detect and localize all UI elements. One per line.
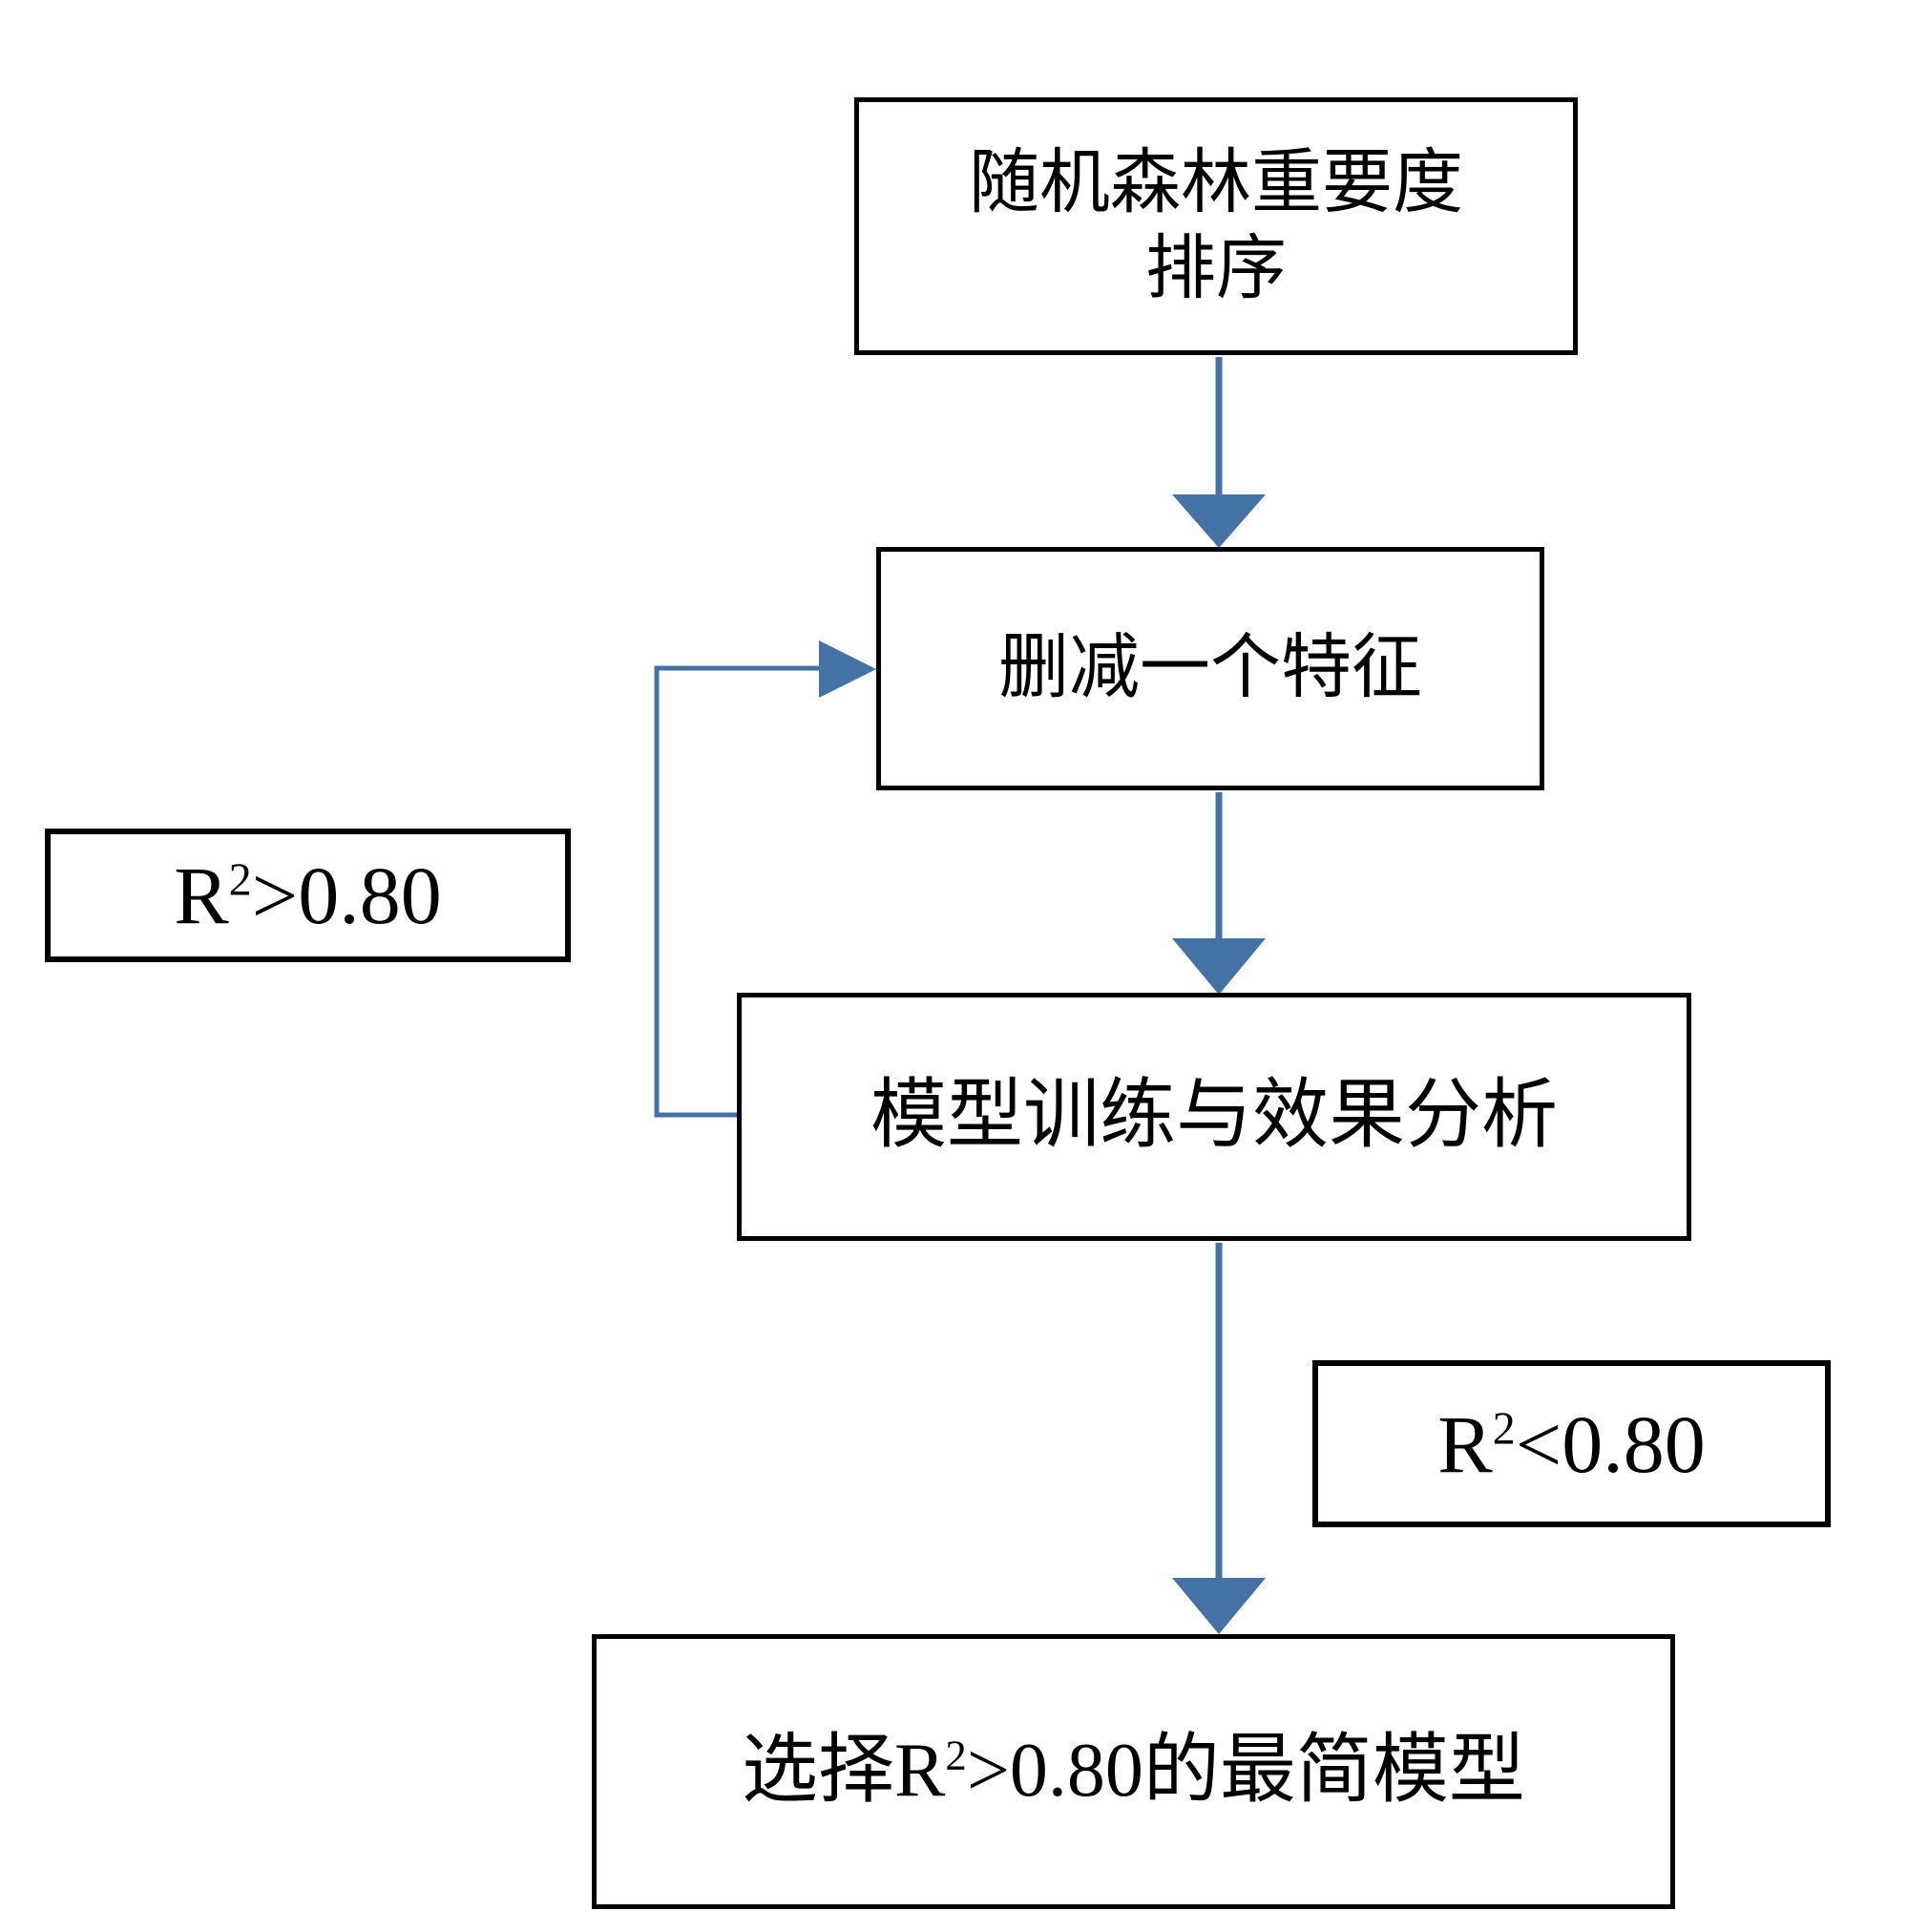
condition-superscript: 2 [228, 854, 252, 906]
node-label-prefix: 选择R [742, 1729, 946, 1814]
node-label: 模型训练与效果分析 [870, 1074, 1558, 1159]
condition-base: R [1437, 1397, 1493, 1490]
arrowhead-down-icon [1172, 1578, 1266, 1634]
condition-label-r2-less-than: R2<0.80 [1312, 1360, 1831, 1527]
arrowhead-down-icon [1172, 938, 1266, 995]
node-random-forest-importance[interactable]: 随机森林重要度 排序 [854, 97, 1578, 355]
connector-remove-feature-to-train-eval [1172, 792, 1266, 995]
condition-base: R [174, 850, 229, 941]
arrowhead-down-icon [1172, 494, 1266, 548]
condition-superscript: 2 [1492, 1402, 1516, 1454]
condition-label-text: R2<0.80 [1437, 1396, 1705, 1492]
node-label: 选择R2>0.80的最简模型 [732, 1725, 1535, 1818]
condition-comparison: >0.80 [251, 850, 442, 941]
node-label: 随机森林重要度 排序 [969, 143, 1463, 308]
node-label-suffix: >0.80的最简模型 [966, 1729, 1525, 1814]
node-remove-one-feature[interactable]: 删减一个特征 [876, 547, 1544, 790]
condition-comparison: <0.80 [1515, 1397, 1706, 1490]
connector-rf-to-remove-feature [1172, 357, 1266, 548]
connector-train-eval-to-select-model [1172, 1243, 1266, 1634]
node-label: 删减一个特征 [998, 629, 1422, 708]
node-select-simplest-model[interactable]: 选择R2>0.80的最简模型 [592, 1634, 1675, 1909]
condition-label-r2-greater-than: R2>0.80 [45, 829, 571, 962]
arrowhead-right-icon [819, 640, 876, 698]
node-model-training-and-evaluation[interactable]: 模型训练与效果分析 [737, 993, 1691, 1241]
condition-label-text: R2>0.80 [174, 848, 441, 943]
node-label-superscript: 2 [945, 1731, 967, 1779]
